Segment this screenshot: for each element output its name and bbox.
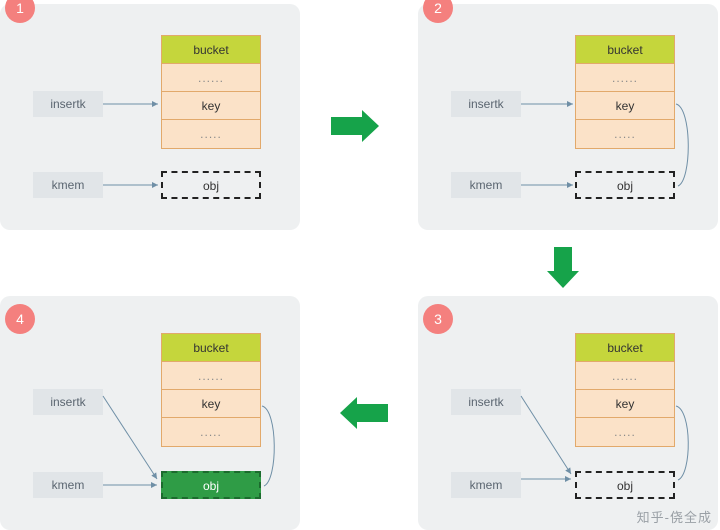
panel-step-3: 3 bucket ...... key ..... insertk kmem o… [418,296,718,530]
bucket-row-key-4: key [162,390,260,418]
obj-box-2: obj [575,171,675,199]
bucket-row-key-1: key [162,92,260,120]
tag-kmem-2: kmem [451,172,521,198]
bucket-row-dots-top-4: ...... [162,362,260,390]
tag-insertk-1: insertk [33,91,103,117]
bucket-header-2: bucket [576,36,674,64]
obj-box-4: obj [161,471,261,499]
obj-box-3: obj [575,471,675,499]
bucket-row-dots-bottom-2: ..... [576,120,674,148]
bucket-header-3: bucket [576,334,674,362]
watermark-text: 知乎-侥全成 [636,510,712,525]
bucket-row-dots-bottom-4: ..... [162,418,260,446]
tag-insertk-3: insertk [451,389,521,415]
bucket-table-1: bucket ...... key ..... [161,35,261,149]
arrow-3-to-4 [340,397,388,429]
bucket-row-key-3: key [576,390,674,418]
bucket-table-2: bucket ...... key ..... [575,35,675,149]
tag-insertk-2: insertk [451,91,521,117]
step-badge-2: 2 [423,0,453,23]
arrow-2-to-3 [547,247,579,288]
panel-step-4: 4 bucket ...... key ..... insertk kmem o… [0,296,300,530]
tag-kmem-3: kmem [451,472,521,498]
obj-box-1: obj [161,171,261,199]
tag-insertk-4: insertk [33,389,103,415]
bucket-row-dots-top-2: ...... [576,64,674,92]
bucket-table-4: bucket ...... key ..... [161,333,261,447]
tag-kmem-4: kmem [33,472,103,498]
bucket-row-dots-bottom-1: ..... [162,120,260,148]
panel-step-1: 1 bucket ...... key ..... insertk kmem o… [0,0,300,230]
bucket-row-key-2: key [576,92,674,120]
bucket-row-dots-top-3: ...... [576,362,674,390]
bucket-header-1: bucket [162,36,260,64]
panel-step-2: 2 bucket ...... key ..... insertk kmem o… [418,0,718,230]
tag-kmem-1: kmem [33,172,103,198]
bucket-header-4: bucket [162,334,260,362]
step-badge-1: 1 [5,0,35,23]
arrow-1-to-2 [331,110,379,142]
bucket-table-3: bucket ...... key ..... [575,333,675,447]
step-badge-3: 3 [423,304,453,334]
step-badge-4: 4 [5,304,35,334]
bucket-row-dots-top-1: ...... [162,64,260,92]
bucket-row-dots-bottom-3: ..... [576,418,674,446]
